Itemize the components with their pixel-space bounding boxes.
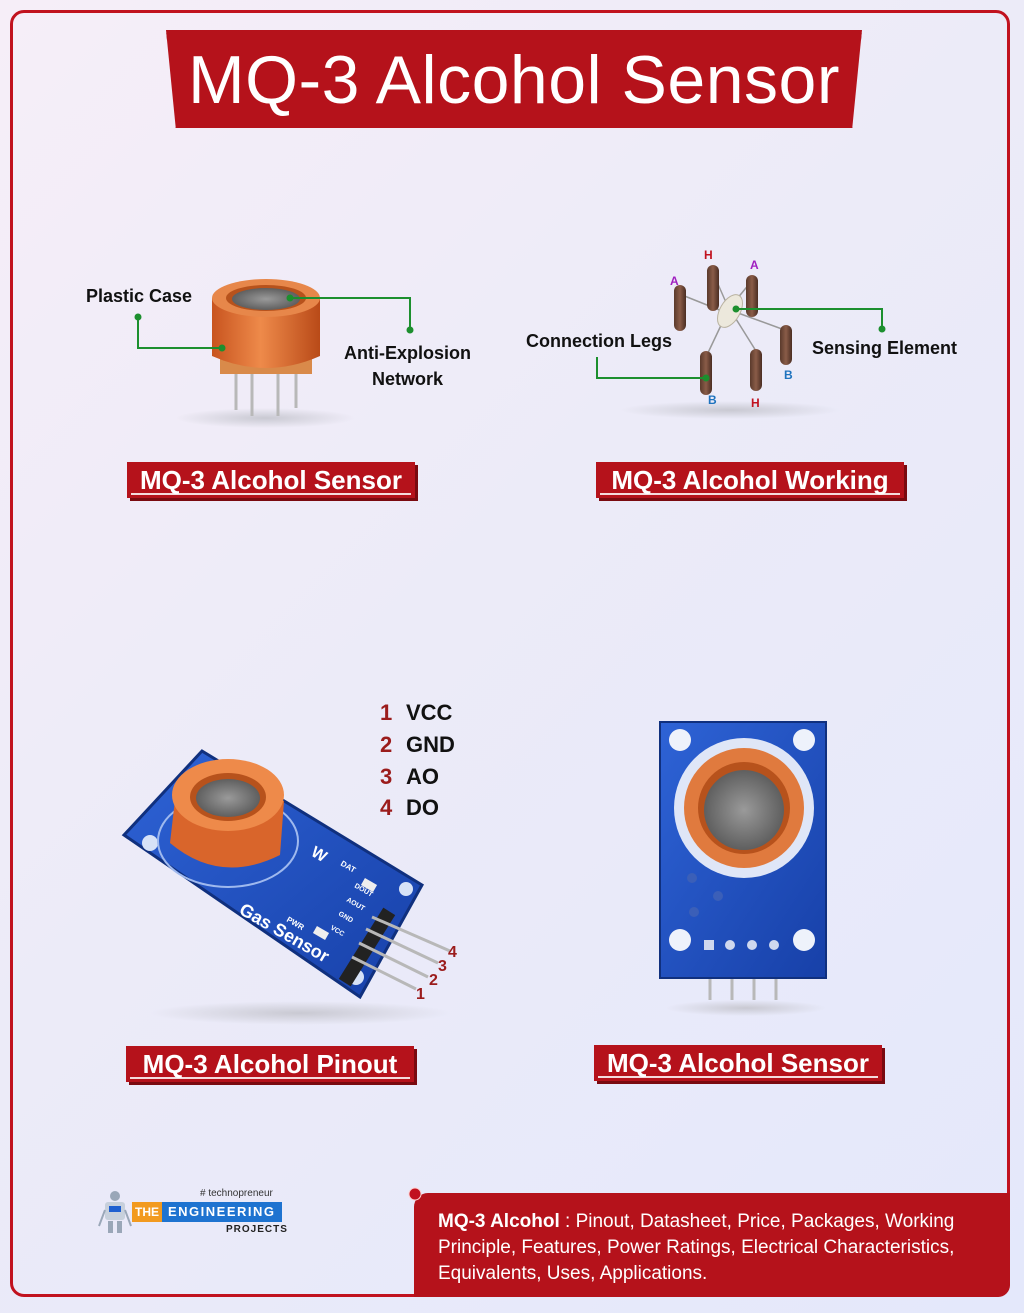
pin-name: AO [406, 764, 439, 789]
leg-letter-a-right: A [750, 258, 759, 272]
logo-engineering: ENGINEERING [162, 1202, 282, 1222]
sensor-illustration [134, 279, 414, 428]
board-led-pwr [312, 926, 330, 940]
pin-row: 3 AO [380, 764, 439, 790]
header-pins [338, 907, 451, 991]
page-frame [10, 10, 1010, 1297]
info-box: MQ-3 Alcohol : Pinout, Datasheet, Price,… [408, 1187, 1010, 1297]
working-shadow [620, 401, 840, 419]
logo-the: THE [132, 1202, 162, 1222]
sensing-element-label: Sensing Element [812, 338, 958, 358]
pin-name: DO [406, 795, 439, 820]
pin-number: 3 [380, 764, 393, 789]
pin-row: 1 VCC [380, 700, 452, 726]
info-bold: MQ-3 Alcohol [438, 1211, 560, 1232]
pin-number: 1 [380, 700, 393, 725]
page-title: MQ-3 Alcohol Sensor [187, 42, 840, 118]
anti-explosion-mesh [232, 288, 300, 310]
working-callout-lines [596, 308, 883, 379]
engineering-projects-logo: # technopreneur THE ENGINEERING PROJECTS [96, 1186, 296, 1246]
pin-row: 2 GND [380, 732, 455, 758]
pinout-sensor-can [157, 759, 299, 888]
info-text: MQ-3 Alcohol : Pinout, Datasheet, Price,… [438, 1209, 1004, 1287]
connection-legs [674, 265, 792, 395]
module-header-pins [708, 976, 778, 1000]
info-rest: : Pinout, Datasheet, Price, Packages, Wo… [438, 1211, 955, 1284]
pin-marker-2: 2 [429, 972, 438, 989]
module-illustration [659, 721, 827, 1016]
anti-explosion-line-2: Network [371, 369, 443, 389]
module-label: MQ-3 Alcohol Sensor [594, 1045, 882, 1081]
leg-letter-b-left: B [708, 393, 717, 407]
leg-letter-a-left: A [670, 274, 679, 288]
board-led-dat [360, 878, 378, 892]
pin-marker-1: 1 [416, 986, 425, 1003]
plastic-case-label: Plastic Case [86, 286, 193, 306]
pinout-board-illustration: W Gas Sensor PWR DAT DOUT AOUT GND VCC 1… [121, 749, 457, 1025]
pin-marker-3: 3 [438, 958, 447, 975]
logo-projects: PROJECTS [226, 1224, 288, 1235]
sensor-body [212, 298, 320, 368]
anti-explosion-label: Anti-Explosion Network [344, 340, 471, 392]
leg-letter-h-bottom: H [751, 396, 760, 410]
pin-number: 2 [380, 732, 393, 757]
sensor-label: MQ-3 Alcohol Sensor [127, 462, 415, 498]
board-shadow [150, 1001, 450, 1025]
info-pin-dot [408, 1187, 422, 1201]
robot-icon [98, 1191, 132, 1233]
pin-row: 4 DO [380, 795, 439, 821]
working-illustration: H A A B B H [596, 248, 886, 419]
pin-name: VCC [406, 700, 453, 725]
pinout-label: MQ-3 Alcohol Pinout [126, 1046, 414, 1082]
leg-letter-h-top: H [704, 248, 713, 262]
pinout-sensor-mesh [196, 779, 260, 817]
sensor-shadow [175, 408, 355, 428]
pin-name: GND [406, 732, 455, 757]
pin-marker-4: 4 [448, 944, 457, 961]
leg-letter-b-right: B [784, 368, 793, 382]
logo-tagline: # technopreneur [200, 1188, 273, 1199]
sensor-callout-lines [137, 297, 411, 349]
module-sensor-mesh [704, 770, 784, 850]
sensing-element-tube [717, 294, 743, 328]
sensor-pins [234, 370, 298, 416]
anti-explosion-line-1: Anti-Explosion [344, 343, 471, 363]
working-label: MQ-3 Alcohol Working [596, 462, 904, 498]
title-banner: MQ-3 Alcohol Sensor [166, 30, 862, 128]
pin-number: 4 [380, 795, 393, 820]
connection-legs-label: Connection Legs [526, 331, 673, 351]
